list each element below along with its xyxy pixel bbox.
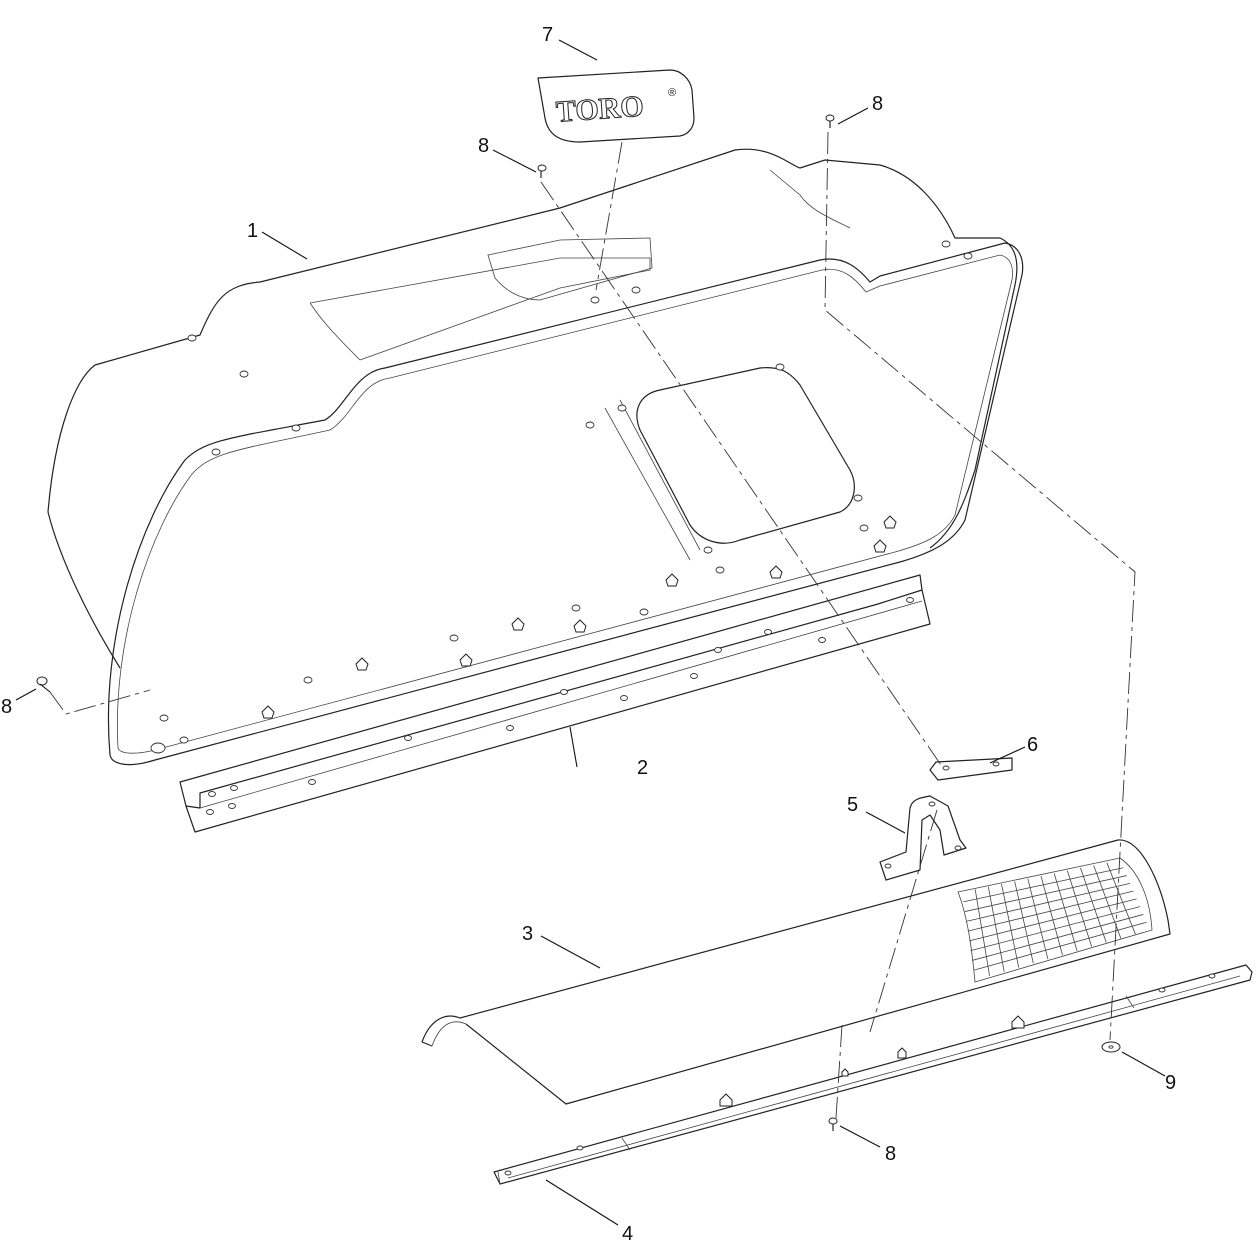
grid-line [1001, 883, 1020, 968]
channel-strip [493, 964, 1253, 1185]
callout-1: 1 [247, 220, 258, 242]
grid-line [1066, 870, 1093, 947]
callout-4: 4 [622, 1223, 633, 1245]
hood-shroud [47, 148, 1024, 766]
grid-line [987, 886, 1005, 972]
hat-bracket [879, 795, 967, 881]
screw-top-mid [537, 164, 547, 178]
grid-line [970, 906, 1141, 952]
grid-line [967, 890, 1134, 932]
callout-numbers: 1 2 3 4 5 6 7 8 8 8 8 9 [1, 24, 1176, 1245]
toro-decal: TORO ® [537, 69, 695, 143]
grid-line [1040, 875, 1063, 956]
fastener-screws [36, 114, 838, 1131]
angle-bracket [179, 574, 931, 833]
grid-line [1053, 873, 1078, 951]
grid-line [1080, 867, 1107, 943]
grid-line [966, 882, 1131, 922]
callout-9: 9 [1165, 1072, 1176, 1094]
callout-8-top-mid: 8 [478, 135, 489, 157]
registered-mark: ® [668, 87, 676, 99]
grid-line [964, 875, 1127, 912]
grid-line [1106, 862, 1136, 935]
grid-line [973, 921, 1147, 971]
grid-line [963, 867, 1124, 903]
callout-8-bottom: 8 [885, 1143, 896, 1165]
grid-line [1027, 878, 1049, 960]
callout-7: 7 [542, 24, 553, 46]
callout-6: 6 [1027, 734, 1038, 756]
screw-top-right [825, 114, 835, 128]
washer [1101, 1041, 1121, 1053]
screw-left [36, 676, 51, 693]
callout-leaders [15, 39, 1166, 1226]
grid-line [969, 898, 1137, 942]
screen-grid [963, 862, 1147, 976]
callout-2: 2 [637, 757, 648, 779]
toro-logo-text: TORO [555, 90, 645, 129]
callout-8-top-right: 8 [872, 93, 883, 115]
screw-bottom [828, 1117, 838, 1131]
grid-line [1093, 865, 1122, 939]
small-plate [929, 757, 1013, 781]
callout-5: 5 [847, 794, 858, 816]
grid-line [974, 889, 990, 976]
grid-line [1014, 881, 1034, 964]
grid-line [972, 914, 1144, 961]
callout-3: 3 [522, 923, 533, 945]
screen-cover [421, 839, 1171, 1105]
callout-8-left: 8 [1, 696, 12, 718]
assembly-center-lines [49, 131, 1136, 1119]
